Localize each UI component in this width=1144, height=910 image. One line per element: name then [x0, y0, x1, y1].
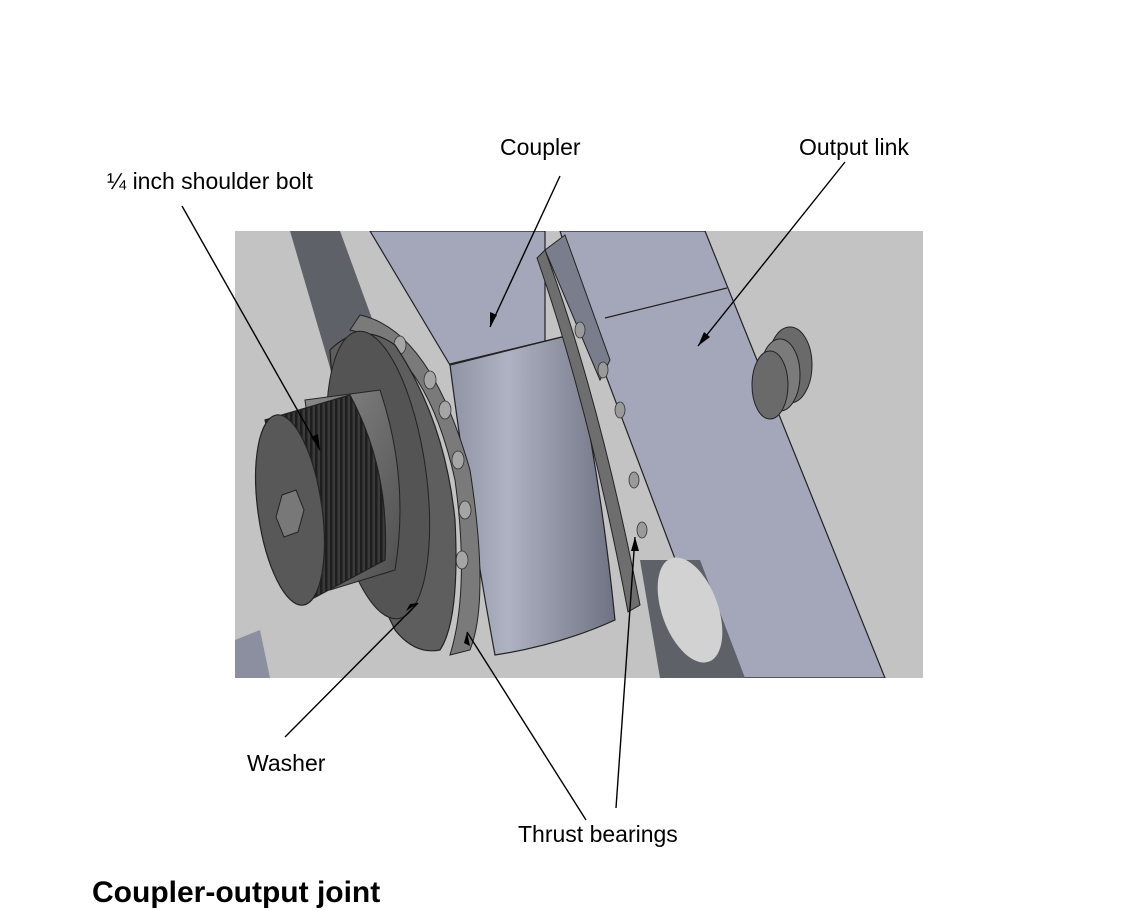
figure-caption: Coupler-output joint: [92, 876, 381, 909]
leader-coupler: [489, 175, 561, 328]
thrust-bearing-right: [536, 249, 641, 613]
thrust-bearings-label: Thrust bearings: [518, 821, 678, 847]
arrowheads: [311, 312, 710, 646]
thread-stub: [751, 326, 813, 420]
cad-render: [235, 231, 886, 678]
joint-diagram: [181, 161, 923, 821]
thrust-bearing-left: [349, 314, 481, 656]
output-link-label: Output link: [799, 134, 909, 160]
washer-label: Washer: [247, 750, 326, 776]
leader-output: [697, 161, 846, 347]
leader-thrust-right: [615, 536, 636, 809]
hex-socket: [275, 489, 305, 538]
coupler-label: Coupler: [500, 134, 581, 160]
leader-bolt: [181, 205, 321, 451]
leader-washer: [284, 602, 419, 738]
leader-lines: [181, 161, 846, 821]
leader-thrust-left: [466, 631, 587, 821]
shoulder-bolt-label: ¼ inch shoulder bolt: [107, 168, 313, 194]
